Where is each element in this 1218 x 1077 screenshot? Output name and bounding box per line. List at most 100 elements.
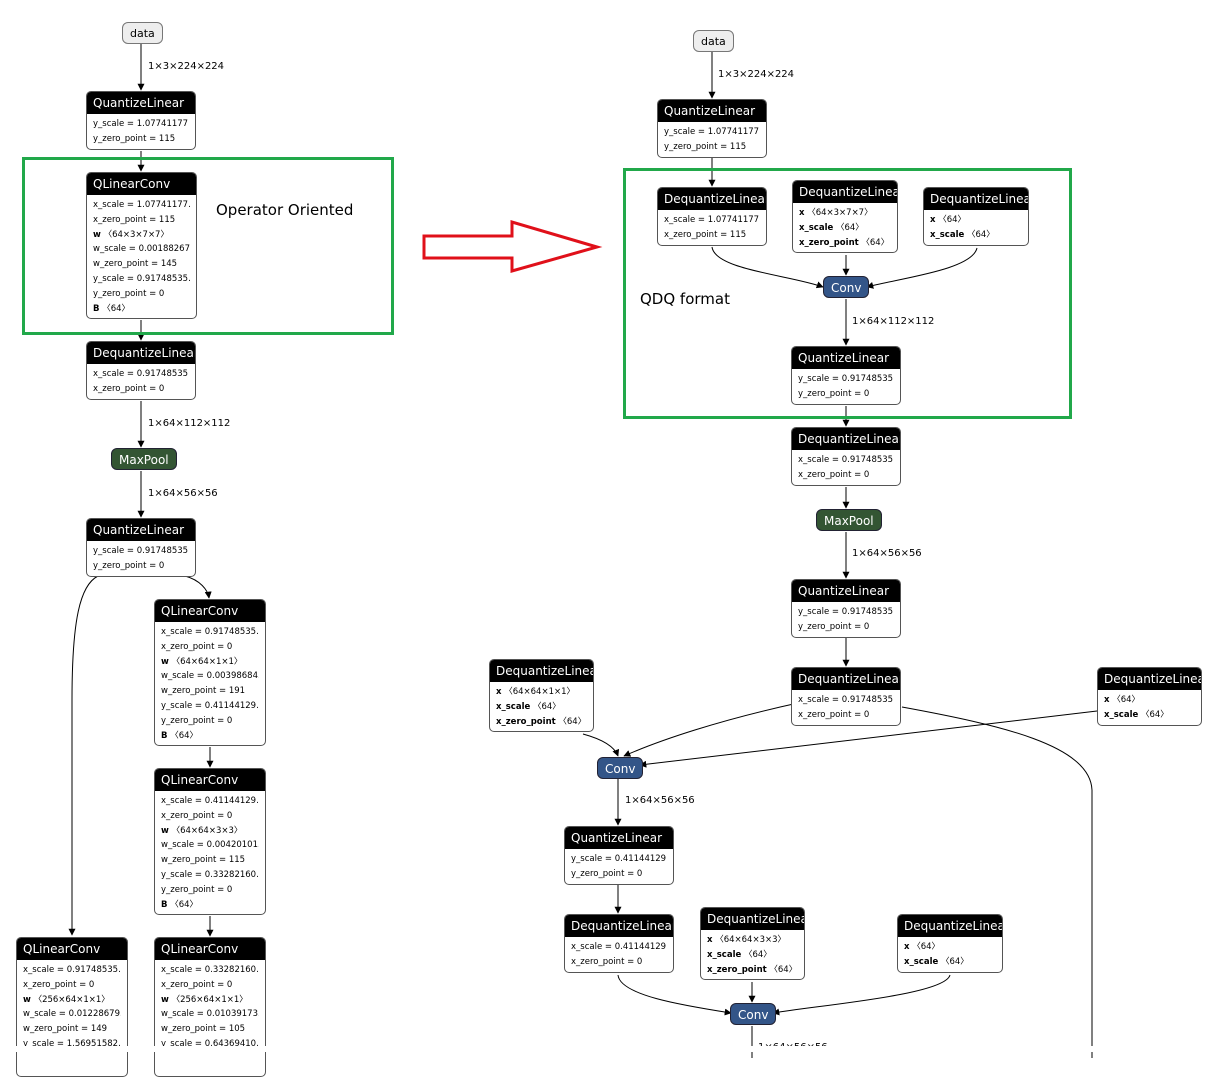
edge — [639, 710, 1098, 768]
quantize-linear-node[interactable]: QuantizeLinear y_scale = 0.41144129... y… — [564, 826, 674, 885]
node-attr: y_scale = 0.33282160... — [161, 869, 259, 880]
edge — [901, 706, 1093, 1058]
node-attr: y_scale = 0.41144129... — [161, 700, 259, 711]
node-attr: w_scale = 0.00398684... — [161, 671, 259, 682]
node-attr: x_scale = 0.91748535... — [798, 695, 894, 705]
edge — [772, 974, 951, 1016]
edge — [582, 733, 620, 757]
quantize-linear-node[interactable]: QuantizeLinear y_scale = 0.91748535... y… — [791, 579, 901, 638]
node-title: QuantizeLinear — [658, 100, 766, 122]
node-attr: x_scale = 0.41144129... — [161, 796, 259, 806]
node-attr: x 〈64〉 — [1104, 695, 1141, 705]
node-attr: w 〈64×64×1×1〉 — [161, 656, 243, 667]
node-title: DequantizeLinear — [793, 181, 897, 203]
node-attr: y_zero_point = 0 — [93, 288, 165, 299]
edge-label: 1×64×56×56 — [852, 548, 922, 559]
dequantize-linear-node[interactable]: DequantizeLinear x 〈64×64×1×1〉 x_scale 〈… — [489, 659, 594, 733]
node-attr: y_scale = 0.41144129... — [571, 854, 667, 864]
dequantize-linear-node[interactable]: DequantizeLinear x_scale = 1.07741177...… — [657, 187, 767, 246]
dequantize-linear-node[interactable]: DequantizeLinear x 〈64×64×3×3〉 x_scale 〈… — [700, 907, 805, 981]
node-attr: x_zero_point = 0 — [798, 709, 870, 720]
edge-label: 1×3×224×224 — [718, 69, 795, 80]
node-attr: y_scale = 0.91748535... — [798, 374, 894, 384]
dequantize-linear-node[interactable]: DequantizeLinear x_scale = 0.91748535...… — [791, 667, 901, 726]
node-attr: w_zero_point = 191 — [161, 686, 246, 697]
node-title: QuantizeLinear — [565, 827, 673, 849]
node-attr: x 〈64〉 — [930, 215, 967, 225]
node-title: DequantizeLinear — [658, 188, 766, 210]
edge-label: 1×64×112×112 — [148, 418, 231, 429]
node-attr: x_scale 〈64〉 — [707, 949, 772, 960]
node-title: DequantizeLinear — [701, 908, 804, 930]
node-attr: x 〈64×3×7×7〉 — [799, 208, 873, 218]
quantize-linear-node[interactable]: QuantizeLinear y_scale = 0.91748535... y… — [791, 346, 901, 405]
dequantize-linear-node[interactable]: DequantizeLinear x 〈64〉 x_scale 〈64〉 — [923, 187, 1029, 246]
conv-node[interactable]: Conv — [597, 757, 644, 779]
node-title: DequantizeLinear — [490, 660, 593, 682]
quantize-linear-node[interactable]: QuantizeLinear y_scale = 1.07741177... y… — [86, 91, 196, 150]
qlinearconv-node[interactable]: QLinearConv x_scale = 0.33282160... x_ze… — [154, 937, 266, 1077]
node-attr: y_scale = 0.91748535... — [798, 607, 894, 617]
node-attr: y_zero_point = 115 — [664, 141, 747, 152]
node-attr: x_scale = 0.91748535... — [161, 627, 259, 637]
node-attr: y_scale = 1.07741177... — [93, 119, 189, 129]
maxpool-node[interactable]: MaxPool — [816, 509, 882, 531]
quantize-linear-node[interactable]: QuantizeLinear y_scale = 0.91748535... y… — [86, 518, 196, 577]
dequantize-linear-node[interactable]: DequantizeLinear x 〈64×3×7×7〉 x_scale 〈6… — [792, 180, 898, 254]
node-title: QLinearConv — [155, 600, 265, 622]
qlinearconv-node[interactable]: QLinearConv x_scale = 0.41144129... x_ze… — [154, 768, 266, 916]
node-title: QuantizeLinear — [87, 519, 195, 541]
node-attr: y_scale = 0.91748535... — [93, 273, 190, 284]
node-title: DequantizeLinear — [87, 342, 195, 364]
node-attr: x 〈64〉 — [904, 942, 941, 952]
dequantize-linear-node[interactable]: DequantizeLinear x 〈64〉 x_scale 〈64〉 — [897, 914, 1003, 973]
node-title: DequantizeLinear — [1098, 668, 1201, 690]
conv-node[interactable]: Conv — [730, 1003, 777, 1025]
node-attr: w_zero_point = 149 — [23, 1024, 108, 1035]
qdq-format-highlight — [623, 168, 1072, 419]
node-title: DequantizeLinear — [898, 915, 1002, 937]
node-attr: y_scale = 1.56951582... — [23, 1038, 121, 1049]
node-title: DequantizeLinear — [792, 428, 900, 450]
node-attr: w_zero_point = 105 — [161, 1024, 246, 1035]
edge-label: 1×64×56×56 — [148, 488, 218, 499]
node-attr: x_scale 〈64〉 — [496, 701, 561, 712]
dequantize-linear-node[interactable]: DequantizeLinear x_scale = 0.91748535...… — [791, 427, 901, 486]
dequantize-linear-node[interactable]: DequantizeLinear x_scale = 0.41144129...… — [564, 914, 674, 973]
node-attr: y_zero_point = 0 — [161, 715, 233, 726]
dequantize-linear-node[interactable]: DequantizeLinear x 〈64〉 x_scale 〈64〉 — [1097, 667, 1202, 726]
node-attr: y_zero_point = 0 — [798, 388, 870, 399]
node-attr: y_zero_point = 0 — [571, 868, 643, 879]
dequantize-linear-node[interactable]: DequantizeLinear x_scale = 0.91748535...… — [86, 341, 196, 400]
input-node[interactable]: data — [122, 22, 163, 44]
node-attr: x_zero_point = 0 — [161, 641, 233, 652]
node-title: QLinearConv — [155, 938, 265, 960]
node-attr: x 〈64×64×1×1〉 — [496, 687, 576, 697]
qlinearconv-node[interactable]: QLinearConv x_scale = 0.91748535... x_ze… — [154, 599, 266, 747]
node-attr: x_scale 〈64〉 — [1104, 709, 1169, 720]
conv-node[interactable]: Conv — [823, 276, 870, 298]
node-attr: x_scale 〈64〉 — [930, 229, 995, 240]
node-attr: w_zero_point = 115 — [161, 855, 246, 866]
quantize-linear-node[interactable]: QuantizeLinear y_scale = 1.07741177... y… — [657, 99, 767, 158]
operator-oriented-highlight — [22, 157, 394, 335]
qlinearconv-node[interactable]: QLinearConv x_scale = 1.07741177... x_ze… — [86, 172, 197, 320]
node-title: DequantizeLinear — [565, 915, 673, 937]
node-attr: x_zero_point = 0 — [571, 956, 643, 967]
node-attr: y_scale = 1.07741177... — [664, 127, 760, 137]
node-attr: w_scale = 0.00420101... — [161, 840, 259, 851]
maxpool-node[interactable]: MaxPool — [111, 448, 177, 470]
node-attr: y_zero_point = 0 — [798, 621, 870, 632]
node-attr: x 〈64×64×3×3〉 — [707, 935, 787, 945]
node-attr: w 〈64×3×7×7〉 — [93, 229, 169, 240]
operator-oriented-caption: Operator Oriented — [216, 201, 354, 219]
node-title: DequantizeLinear — [792, 668, 900, 690]
edge — [623, 702, 799, 757]
node-attr: y_scale = 0.91748535... — [93, 546, 189, 556]
node-title: QLinearConv — [17, 938, 127, 960]
input-node[interactable]: data — [693, 30, 734, 52]
qlinearconv-node[interactable]: QLinearConv x_scale = 0.91748535... x_ze… — [16, 937, 128, 1077]
edge — [617, 974, 732, 1016]
node-title: QuantizeLinear — [792, 580, 900, 602]
edge-label: 1×64×112×112 — [852, 316, 935, 327]
